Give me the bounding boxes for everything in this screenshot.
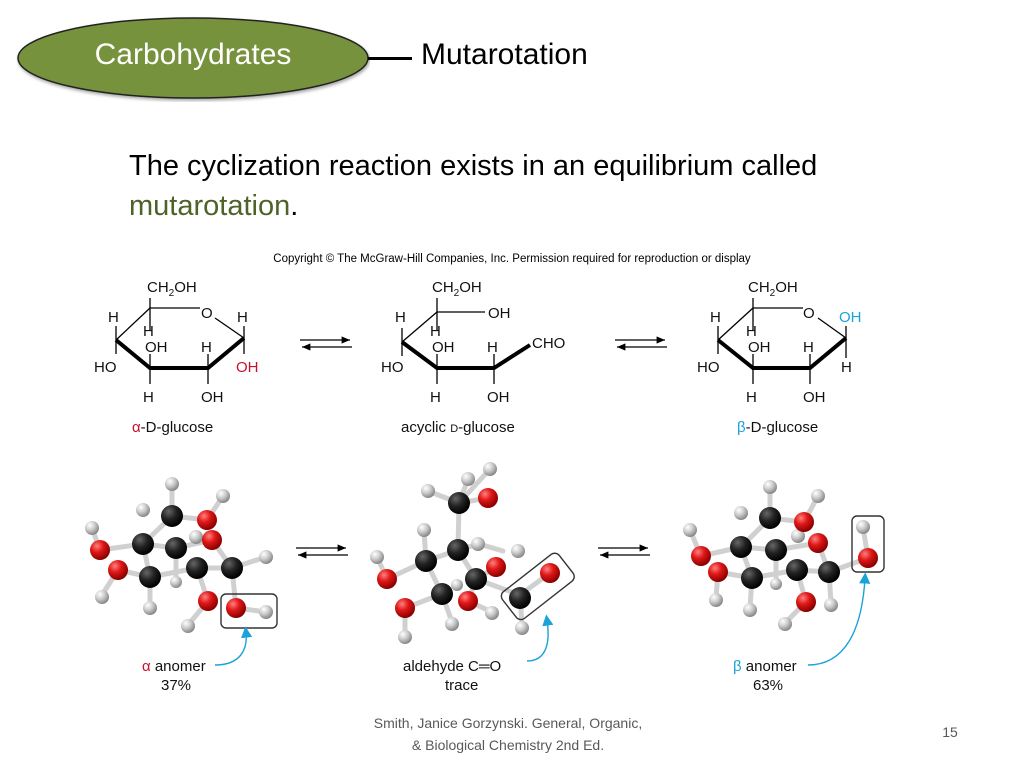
svg-text:H: H (430, 323, 441, 340)
svg-text:H: H (430, 389, 441, 406)
alpha-anomer-label: α anomer (142, 658, 206, 675)
alpha-pointer-arrow (214, 626, 253, 666)
svg-text:CH2OH: CH2OH (147, 279, 197, 299)
aldehyde-highlight-box (500, 552, 575, 621)
svg-text:OH: OH (803, 389, 826, 406)
acyclic-glucose-label: acyclic D-glucose (401, 419, 515, 436)
svg-text:OH: OH (488, 305, 511, 322)
svg-text:H: H (201, 339, 212, 356)
connector-line (368, 57, 412, 60)
section-label: Carbohydrates (94, 38, 292, 71)
svg-text:HO: HO (94, 359, 117, 376)
citation-line-2: & Biological Chemistry 2nd Ed. (411, 737, 605, 753)
svg-text:H: H (710, 309, 721, 326)
alpha-anomer-percent: 37% (161, 677, 191, 694)
svg-text:HO: HO (697, 359, 720, 376)
svg-text:H: H (746, 389, 757, 406)
citation-line-1: Smith, Janice Gorzynski. General, Organi… (373, 715, 643, 731)
svg-text:OH: OH (432, 339, 455, 356)
beta-anomer-model (683, 480, 885, 666)
beta-anomer-label: β anomer (733, 658, 797, 675)
citation: Smith, Janice Gorzynski. General, Organi… (330, 712, 686, 756)
equilibrium-arrows-2 (615, 336, 667, 351)
svg-text:H: H (841, 359, 852, 376)
svg-text:OH: OH (487, 389, 510, 406)
aldehyde-label: aldehyde C═O (403, 658, 501, 675)
beta-oh-highlight-box (851, 515, 885, 573)
acyclic-model (370, 462, 575, 662)
svg-text:OH: OH (145, 339, 168, 356)
svg-text:OH: OH (839, 309, 862, 326)
body-text: The cyclization reaction exists in an eq… (129, 146, 889, 226)
svg-text:H: H (108, 309, 119, 326)
beta-anomer-percent: 63% (753, 677, 783, 694)
svg-text:O: O (201, 305, 213, 322)
svg-text:H: H (143, 389, 154, 406)
beta-glucose-structure (716, 298, 848, 384)
svg-text:H: H (487, 339, 498, 356)
svg-text:H: H (746, 323, 757, 340)
beta-glucose-label: β-D-glucose (737, 419, 818, 436)
equilibrium-arrows-1 (300, 336, 352, 351)
page-number: 15 (942, 724, 958, 740)
svg-text:H: H (395, 309, 406, 326)
svg-text:OH: OH (201, 389, 224, 406)
body-text-period: . (290, 190, 299, 222)
alpha-anomer-model (85, 477, 278, 666)
alpha-glucose-structure (114, 298, 246, 384)
keyword-mutarotation: mutarotation (129, 190, 291, 222)
aldehyde-amount: trace (445, 677, 478, 694)
svg-text:CH2OH: CH2OH (748, 279, 798, 299)
svg-text:HO: HO (381, 359, 404, 376)
svg-text:OH: OH (748, 339, 771, 356)
svg-text:H: H (237, 309, 248, 326)
beta-pointer-arrow (807, 572, 871, 666)
svg-text:CHO: CHO (532, 335, 565, 352)
slide-title: Mutarotation (421, 38, 588, 71)
alpha-glucose-label: α-D-glucose (132, 419, 213, 436)
equilibrium-arrows-3 (296, 544, 650, 559)
svg-text:OH: OH (236, 359, 259, 376)
body-text-main: The cyclization reaction exists in an eq… (129, 150, 818, 182)
aldehyde-pointer-arrow (526, 614, 554, 662)
svg-text:H: H (143, 323, 154, 340)
acyclic-glucose-structure (400, 298, 532, 384)
svg-text:O: O (803, 305, 815, 322)
svg-text:CH2OH: CH2OH (432, 279, 482, 299)
figure-copyright: Copyright © The McGraw-Hill Companies, I… (273, 253, 751, 265)
svg-text:H: H (803, 339, 814, 356)
